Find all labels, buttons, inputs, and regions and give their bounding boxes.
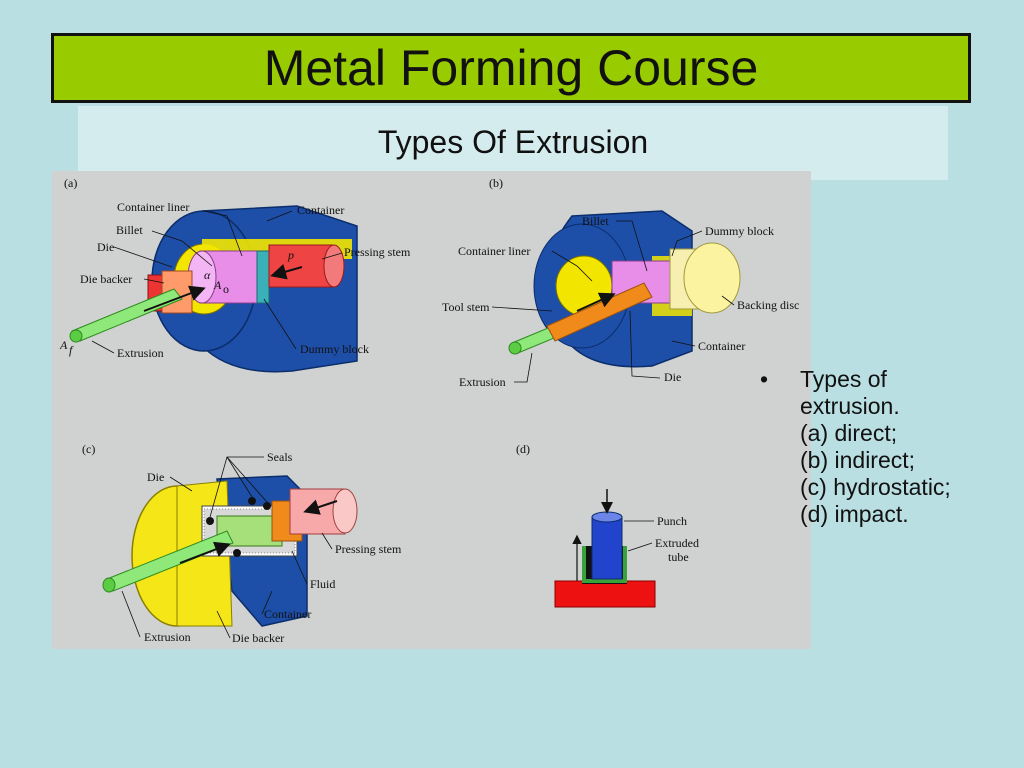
symbol-a-area-f: A	[59, 338, 68, 352]
label-a-die-backer: Die backer	[80, 272, 132, 286]
panel-c-drawing	[102, 475, 358, 627]
panel-b-leaders	[491, 220, 735, 383]
bullet-marker: •	[760, 366, 769, 392]
label-b-container: Container	[698, 339, 745, 353]
label-c-container: Container	[264, 607, 311, 621]
label-b-billet: Billet	[582, 214, 609, 228]
label-b-backing-disc: Backing disc	[737, 298, 799, 312]
label-a-container-liner: Container liner	[117, 200, 189, 214]
bullet-line: (b) indirect;	[800, 447, 916, 473]
label-c-seals: Seals	[267, 450, 293, 464]
label-a-extrusion: Extrusion	[117, 346, 164, 360]
panel-d-leaders	[624, 520, 654, 552]
bullet-line: extrusion.	[800, 393, 900, 419]
panel-d-drawing	[554, 489, 656, 608]
title-bar: Metal Forming Course	[51, 33, 971, 103]
label-d-extruded: Extruded	[655, 536, 699, 550]
label-b-extrusion: Extrusion	[459, 375, 506, 389]
slide-subtitle: Types Of Extrusion	[377, 124, 649, 160]
label-d-punch: Punch	[657, 514, 687, 528]
bullet-line: (d) impact.	[800, 501, 909, 527]
symbol-a-alpha: α	[204, 268, 211, 282]
panel-a-tag: (a)	[64, 176, 77, 190]
label-c-die-backer: Die backer	[232, 631, 284, 645]
bullet-line: (c) hydrostatic;	[800, 474, 951, 500]
panel-c-tag: (c)	[82, 442, 95, 456]
label-c-die: Die	[147, 470, 164, 484]
label-a-container: Container	[297, 203, 344, 217]
label-a-billet: Billet	[116, 223, 143, 237]
label-b-tool-stem: Tool stem	[442, 300, 490, 314]
slide-title: Metal Forming Course	[263, 40, 759, 96]
label-a-pressing-stem: Pressing stem	[344, 245, 411, 259]
label-d-tube: tube	[668, 550, 689, 564]
label-c-extrusion: Extrusion	[144, 630, 191, 644]
label-b-dummy-block: Dummy block	[705, 224, 774, 238]
symbol-a-area-0: A	[213, 278, 222, 292]
label-b-die: Die	[664, 370, 681, 384]
bullet-line: Types of	[800, 366, 887, 392]
symbol-a-sub-f: f	[69, 343, 74, 357]
panel-c-leaders	[121, 456, 333, 639]
panel-d-tag: (d)	[516, 442, 530, 456]
label-a-die: Die	[97, 240, 114, 254]
label-c-fluid: Fluid	[310, 577, 335, 591]
extrusion-figure: (a) Container liner Containe	[52, 171, 811, 649]
label-c-pressing-stem: Pressing stem	[335, 542, 402, 556]
symbol-a-sub-0: o	[223, 282, 229, 296]
panel-a-drawing	[69, 205, 358, 373]
panel-b-drawing	[508, 210, 741, 368]
extrusion-diagram: (a) Container liner Containe	[59, 176, 799, 645]
label-a-dummy-block: Dummy block	[300, 342, 369, 356]
symbol-a-p: p	[287, 248, 294, 262]
bullet-text: Types of extrusion. (a) direct; (b) indi…	[800, 366, 951, 528]
subtitle-band: Types Of Extrusion	[78, 106, 948, 180]
label-b-container-liner: Container liner	[458, 244, 530, 258]
panel-a-leaders	[91, 210, 343, 354]
bullet-line: (a) direct;	[800, 420, 898, 446]
panel-b-tag: (b)	[489, 176, 503, 190]
